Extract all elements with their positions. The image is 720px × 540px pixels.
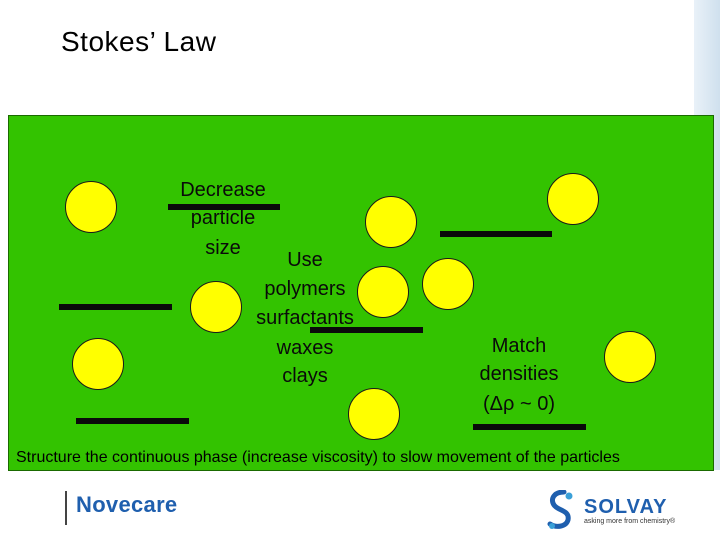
structure-bar — [76, 418, 189, 424]
footer-divider — [65, 491, 67, 525]
label-use-line-1: Use — [287, 249, 323, 271]
solvay-logo-icon — [544, 489, 580, 535]
structure-bar — [440, 231, 552, 237]
particle — [65, 181, 117, 233]
solvay-tagline: asking more from chemistry® — [584, 518, 676, 525]
particle — [348, 388, 400, 440]
solvay-wordmark: SOLVAY — [584, 496, 668, 518]
particle — [357, 266, 409, 318]
footer-bar — [0, 482, 720, 540]
label-match-line-2: densities — [479, 363, 559, 385]
structure-bar — [168, 204, 280, 210]
slide-caption: Structure the continuous phase (increase… — [16, 449, 620, 466]
label-match-line-3: (Δρ ~ 0) — [483, 393, 555, 415]
slide-title: Stokes’ Law — [61, 26, 217, 57]
label-use-line-3: surfactants — [256, 307, 354, 329]
novecare-logo: Novecare — [76, 492, 178, 517]
particle — [72, 338, 124, 390]
structure-bar — [310, 327, 423, 333]
label-use-line-4: waxes — [276, 337, 334, 359]
label-match-line-1: Match — [491, 335, 547, 357]
label-decrease-line-3: size — [205, 237, 241, 259]
label-use-line-5: clays — [282, 365, 328, 387]
particle — [422, 258, 474, 310]
particle — [547, 173, 599, 225]
label-decrease-line-1: Decrease — [180, 179, 266, 201]
structure-bar — [473, 424, 586, 430]
particle — [190, 281, 242, 333]
label-decrease-line-2: particle — [190, 207, 256, 229]
label-use-line-2: polymers — [264, 278, 346, 300]
particle — [604, 331, 656, 383]
structure-bar — [59, 304, 172, 310]
particle — [365, 196, 417, 248]
